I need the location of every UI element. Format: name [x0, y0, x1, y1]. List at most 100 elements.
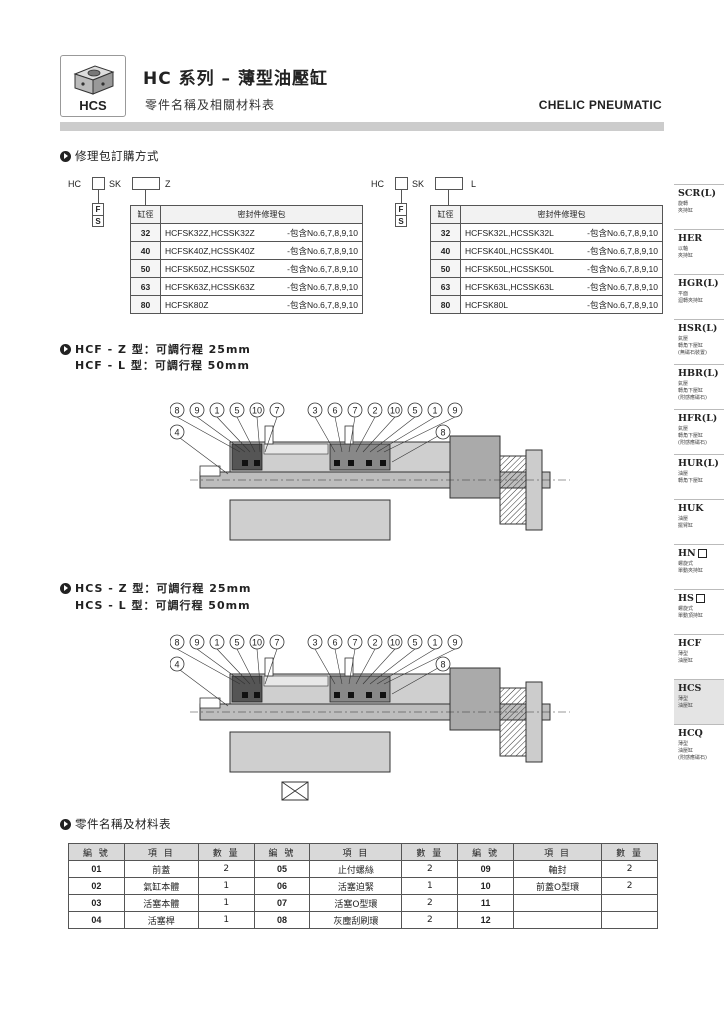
balloon-number: 1 — [432, 638, 437, 648]
col-kit: 密封件修理包 — [160, 205, 363, 224]
logo-label: HCS — [79, 98, 107, 113]
sidebar-item-hfrl[interactable]: HFR(L)氣壓 轉角下壓缸 (附感應磁石) — [674, 409, 724, 454]
kit-note: -包含No.6,7,8,9,10 — [287, 300, 358, 310]
kit-desc: HCFSK63Z,HCSSK63Z-包含No.6,7,8,9,10 — [160, 277, 363, 296]
sidebar-code-text: HER — [678, 233, 703, 244]
sidebar-item-code: HCQ — [678, 728, 724, 739]
kit-model: HCFSK32Z,HCSSK32Z — [165, 227, 255, 238]
balloon-number: 5 — [234, 406, 239, 416]
order-code-left-slot-bore — [132, 177, 160, 190]
balloon-number: 8 — [440, 660, 445, 670]
balloon — [407, 634, 423, 650]
order-code-right-suffix: L — [471, 179, 477, 189]
sidebar-item-hbrl[interactable]: HBR(L)氣壓 轉角下壓缸 (附感應磁石) — [674, 364, 724, 409]
part-name: 前蓋O型環 — [512, 877, 603, 895]
kit-model: HCFSK80Z — [165, 299, 209, 310]
kit-model: HCFSK40L,HCSSK40L — [465, 245, 554, 256]
sidebar-item-scrl[interactable]: SCR(L)旋轉 夾持缸 — [674, 184, 724, 229]
sidebar-code-text: HSR(L) — [678, 323, 718, 334]
cylinder-block-icon — [73, 65, 115, 95]
lock-nut — [525, 681, 543, 763]
balloon — [209, 634, 225, 650]
sidebar-item-her[interactable]: HER 以軸 夾持缸 — [674, 229, 724, 274]
seal-ring — [242, 692, 248, 698]
balloon — [249, 402, 265, 418]
part-no: 06 — [253, 877, 311, 895]
balloon — [209, 402, 225, 418]
leader-line — [376, 416, 436, 453]
sidebar-item-code: HN — [678, 548, 724, 559]
bore-value: 40 — [130, 241, 161, 260]
balloon — [327, 402, 343, 418]
sidebar-item-code: HCS — [678, 683, 724, 694]
fs-option-f: F — [95, 205, 101, 214]
hcs-type-l: HCS - L 型：可調行程 50mm — [75, 599, 251, 612]
kit-note: -包含No.6,7,8,9,10 — [587, 246, 658, 256]
balloon-number: 2 — [372, 406, 377, 416]
adjust-nut — [499, 455, 527, 525]
balloon-number: 6 — [332, 406, 337, 416]
square-placeholder-icon — [697, 549, 707, 558]
sidebar-item-hurl[interactable]: HUR(L)油壓 轉角下壓缸 — [674, 454, 724, 499]
leader-line — [383, 648, 456, 685]
order-code-left-sk: SK — [109, 179, 122, 189]
kit-model: HCFSK63L,HCSSK63L — [465, 281, 554, 292]
sidebar-item-hsrl[interactable]: HSR(L)氣壓 轉角下壓缸 (無磁石裝置) — [674, 319, 724, 364]
kit-model: HCFSK63Z,HCSSK63Z — [165, 281, 255, 292]
sidebar-item-hgrl[interactable]: HGR(L)平面 迴轉夾持缸 — [674, 274, 724, 319]
seal-ring — [334, 692, 340, 698]
col-header: 編 號 — [68, 843, 125, 861]
leader-line — [216, 648, 251, 685]
bore-value: 50 — [130, 259, 161, 278]
header-divider — [60, 122, 664, 131]
balloon-number: 3 — [312, 406, 317, 416]
part-qty: 2 — [601, 877, 658, 895]
balloon — [347, 402, 363, 418]
balloon — [307, 634, 323, 650]
bore-value: 32 — [130, 223, 161, 242]
balloon — [347, 634, 363, 650]
order-code-right-slot-bore — [435, 177, 463, 190]
balloon — [327, 634, 343, 650]
balloon-number: 5 — [234, 638, 239, 648]
balloon-number: 3 — [312, 638, 317, 648]
leader-line — [334, 648, 343, 685]
part-no: 08 — [253, 911, 311, 929]
repair-heading-text: 修理包訂購方式 — [75, 149, 159, 163]
balloon — [249, 634, 265, 650]
bore-value: 63 — [430, 277, 461, 296]
balloon — [229, 634, 245, 650]
oil-port — [344, 657, 354, 677]
hcf-heading: HCF - Z 型：可調行程 25mm — [60, 341, 251, 357]
order-code-right-slot-fs — [395, 177, 408, 190]
seal-ring — [366, 460, 372, 466]
hcs-heading: HCS - Z 型：可調行程 25mm — [60, 580, 252, 596]
seal-ring — [254, 692, 260, 698]
balloon-number: 5 — [412, 638, 417, 648]
connector-line — [145, 190, 146, 206]
sidebar-item-desc: 油壓 轉角下壓缸 — [678, 471, 704, 484]
sidebar-code-text: HUK — [678, 503, 704, 514]
order-code-right-sk: SK — [412, 179, 425, 189]
sidebar-item-desc: 以軸 夾持缸 — [678, 246, 694, 259]
fs-option-right: F S — [395, 203, 407, 227]
leader-line — [391, 435, 439, 463]
part-no: 11 — [457, 894, 514, 912]
balloon-number: 9 — [452, 638, 457, 648]
sidebar-item-code: HS — [678, 593, 724, 604]
balloon-number: 10 — [252, 406, 262, 416]
balloon-number: 2 — [372, 638, 377, 648]
piston-body — [329, 443, 391, 471]
kit-note: -包含No.6,7,8,9,10 — [587, 228, 658, 238]
connector-line — [401, 190, 402, 203]
